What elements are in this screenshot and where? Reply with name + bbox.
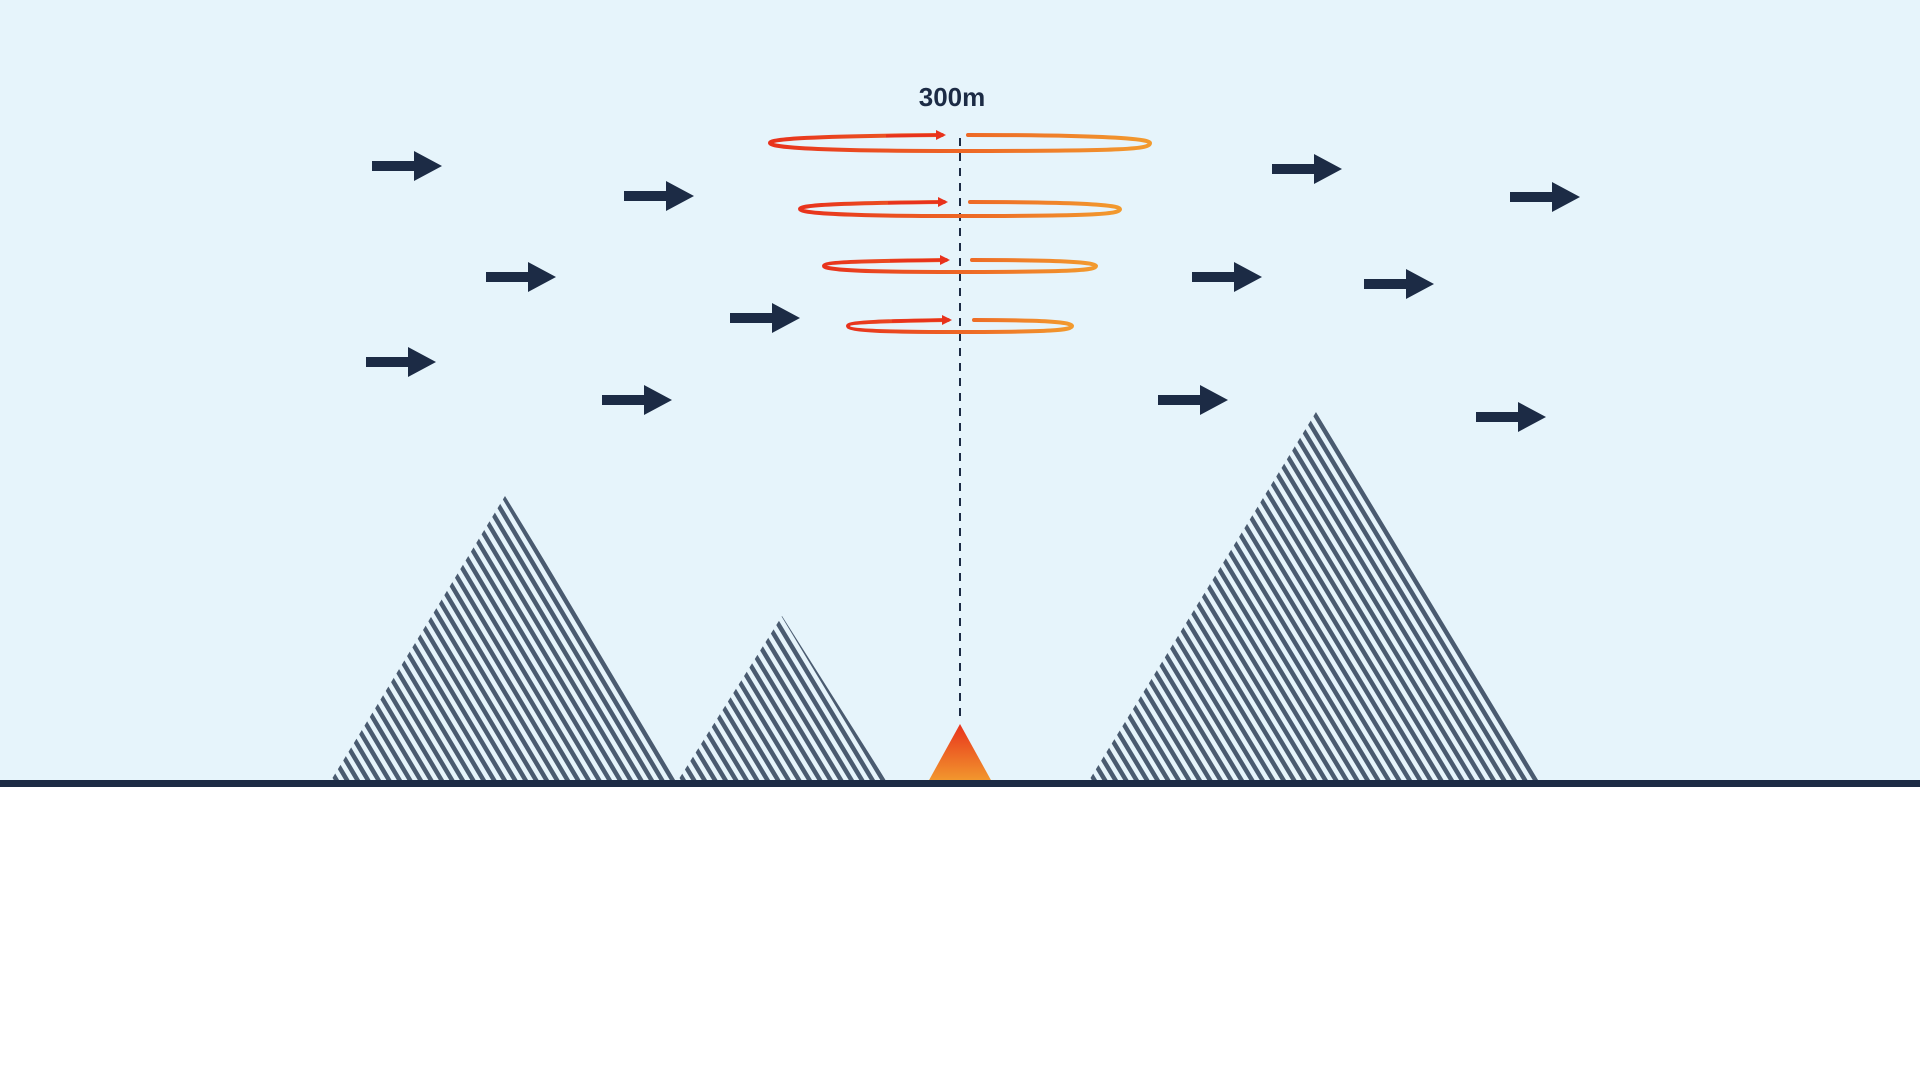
right-arrow-icon <box>1192 262 1262 292</box>
mountain-hatch-line <box>457 496 636 782</box>
mountain-hatch-line <box>330 496 416 782</box>
mountain-hatch-line <box>677 616 731 782</box>
triangle-source-icon <box>928 724 992 782</box>
vortex-rings <box>767 130 1153 335</box>
mountain-hatch-line <box>478 496 657 782</box>
vortex-ring <box>767 133 1153 154</box>
vortex-lead-line <box>887 200 941 205</box>
wind-arrows <box>366 151 1580 432</box>
vortex-ring <box>797 200 1123 219</box>
right-arrow-icon <box>602 385 672 415</box>
vortex-lead-line <box>885 133 939 138</box>
right-arrow-icon <box>730 303 800 333</box>
mountain-hatch-line <box>1267 412 1499 782</box>
right-arrow-icon <box>1510 182 1580 212</box>
ground-area <box>0 784 1920 1080</box>
mountain-hatch-line <box>330 496 405 782</box>
vortex-arrow-icon <box>940 255 950 265</box>
right-arrow-icon <box>1476 402 1546 432</box>
mountain-hatch-line <box>499 496 678 782</box>
right-arrow-icon <box>366 347 436 377</box>
mountain-hatch-line <box>1256 412 1489 782</box>
mountain-hatch-line <box>769 616 878 782</box>
right-arrow-icon <box>1272 154 1342 184</box>
vortex-arrow-icon <box>936 130 946 140</box>
mountain-hatch-line <box>1298 412 1531 782</box>
ground-line <box>0 780 1920 787</box>
right-arrow-icon <box>1158 385 1228 415</box>
vortex-arrow-icon <box>938 197 948 207</box>
vortex-ring <box>821 258 1099 275</box>
mountain-hatch-line <box>1288 412 1520 782</box>
right-arrow-icon <box>624 181 694 211</box>
altitude-label: 300m <box>919 82 986 112</box>
right-arrow-icon <box>1364 269 1434 299</box>
mountain-hatch-line <box>1277 412 1510 782</box>
vortex-lead-line <box>889 258 943 263</box>
vortex-lead-line <box>891 318 945 323</box>
mountain-hatch-line <box>1309 412 1541 782</box>
mountain-hatch-line <box>1088 412 1195 782</box>
mountain-hatch-line <box>488 496 668 782</box>
mountain-hatch-line <box>758 616 868 782</box>
mountain-hatch-line <box>677 616 721 782</box>
mountain-hatch-line <box>748 616 857 782</box>
right-arrow-icon <box>372 151 442 181</box>
right-arrow-icon <box>486 262 556 292</box>
mountain-hatch-line <box>1088 412 1174 782</box>
vortex-ring <box>845 318 1075 335</box>
mountain-hatch-line <box>467 496 647 782</box>
mountain-hatch-line <box>330 496 395 782</box>
mountain-hatch-line <box>1088 412 1184 782</box>
mountain-hatch-line <box>1246 412 1478 782</box>
vortex-arrow-icon <box>942 315 952 325</box>
mountain-hatch-line <box>446 496 626 782</box>
